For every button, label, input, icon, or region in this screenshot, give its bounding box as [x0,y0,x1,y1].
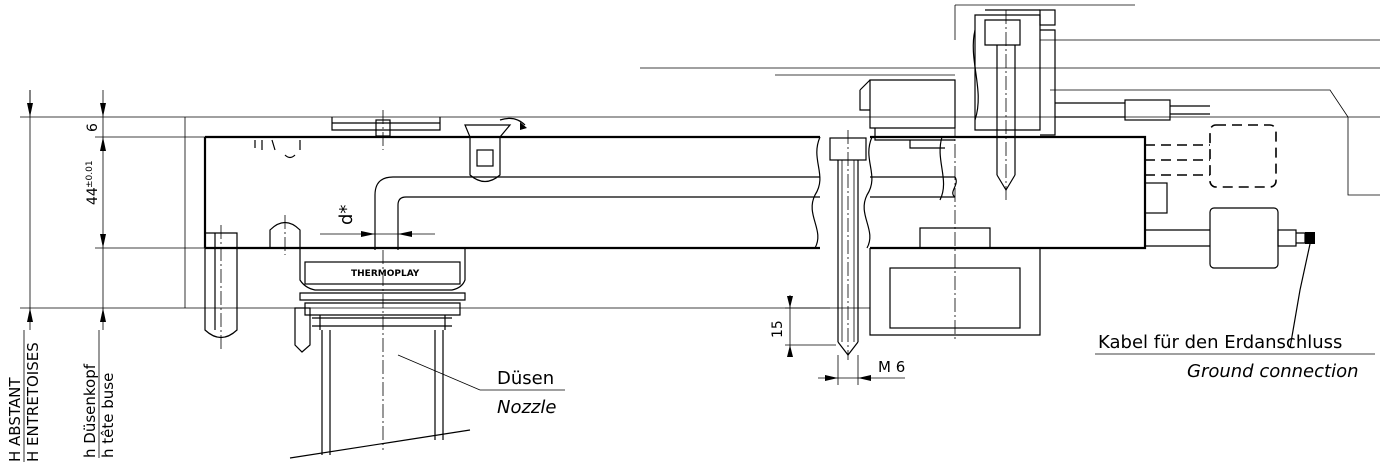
dimension-m6 [818,355,905,385]
label-dim-15: 15 [770,320,786,338]
m6-screw [829,130,867,360]
cable-connector [1055,99,1210,121]
nozzle-head: THERMOPLAY [299,248,466,330]
thermocouple-pin [294,307,311,353]
mold-plate-outline [20,4,1380,309]
ground-cable [1144,182,1315,349]
label-duesen: Düsen [497,368,554,389]
dimension-h-abstant [27,90,33,330]
leader-nozzle [397,354,565,391]
label-dim-m6: M 6 [878,358,905,376]
upper-bracket [859,79,956,149]
label-kabel: Kabel für den Erdanschluss [1098,332,1342,353]
dimension-15 [785,295,836,357]
top-clamp [331,110,527,183]
label-nozzle: Nozzle [497,397,556,418]
label-dim-d: d* [336,205,357,225]
label-dim-44-tolerance: ±0.01 [85,160,95,188]
label-dim-44: 44 [85,187,101,205]
label-h-tete-buse: h tête buse [99,373,117,458]
label-ground-connection: Ground connection [1187,361,1359,382]
hidden-connector-box [1145,124,1277,188]
label-dim-6: 6 [85,123,101,132]
label-thermoplay: THERMOPLAY [351,269,420,279]
dimension-d [320,231,435,237]
label-h-duesenkopf: h Düsenkopf [81,363,99,458]
label-h-entretoises: H ENTRETOISES [24,342,42,462]
dimension-h-duesenkopf [95,90,210,330]
vertical-screw-assembly [972,9,1056,200]
label-h-abstant: H ABSTANT [6,377,24,462]
manifold-body [203,135,1147,250]
nozzle-body [289,250,471,459]
end-plug [204,139,301,350]
